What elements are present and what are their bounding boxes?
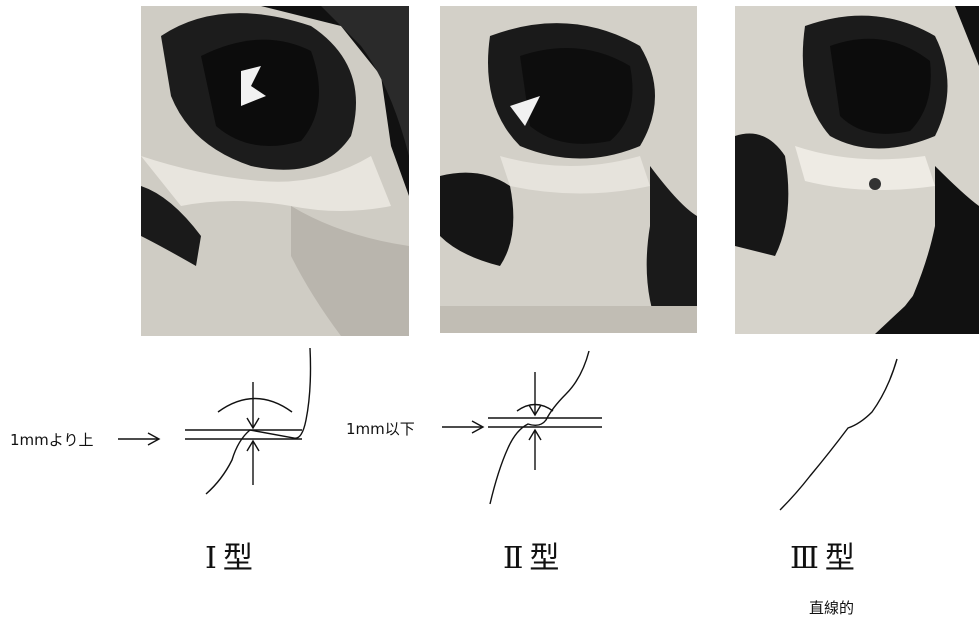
type-3-label: Ⅲ型 (790, 533, 861, 577)
type-3-profile-diagram (780, 359, 897, 510)
type-3-straight-note: 直線的 (809, 597, 854, 618)
type-2-pointer-head (472, 421, 483, 433)
type-3-rim-curve (780, 359, 897, 510)
type-1-label: Ⅰ型 (205, 533, 259, 577)
type-2-profile-diagram (442, 351, 602, 504)
skull-photo-type-1 (141, 6, 409, 336)
type-1-down-arrow-head (247, 418, 259, 428)
annotation-below-1mm: 1mm以下 (346, 418, 415, 439)
skull-photo-type-3 (735, 6, 979, 334)
type-2-angle-arc (517, 405, 553, 412)
skull-photo-type-2 (440, 6, 697, 333)
type-1-pointer-head (148, 433, 159, 445)
type-2-label: Ⅱ型 (503, 533, 565, 577)
annotation-above-1mm: 1mmより上 (10, 429, 93, 450)
type-1-up-arrow-head (247, 441, 259, 451)
type-2-rim-curve (490, 351, 589, 504)
type-2-up-arrow-head (529, 430, 541, 440)
skull-illustration-2 (440, 6, 697, 333)
skull-illustration-3 (735, 6, 979, 334)
type-1-rim-curve (206, 348, 311, 494)
skull-illustration-1 (141, 6, 409, 336)
type-2-down-arrow-head (529, 405, 541, 415)
type-1-profile-diagram (118, 348, 311, 494)
type-1-angle-arc (218, 399, 292, 413)
